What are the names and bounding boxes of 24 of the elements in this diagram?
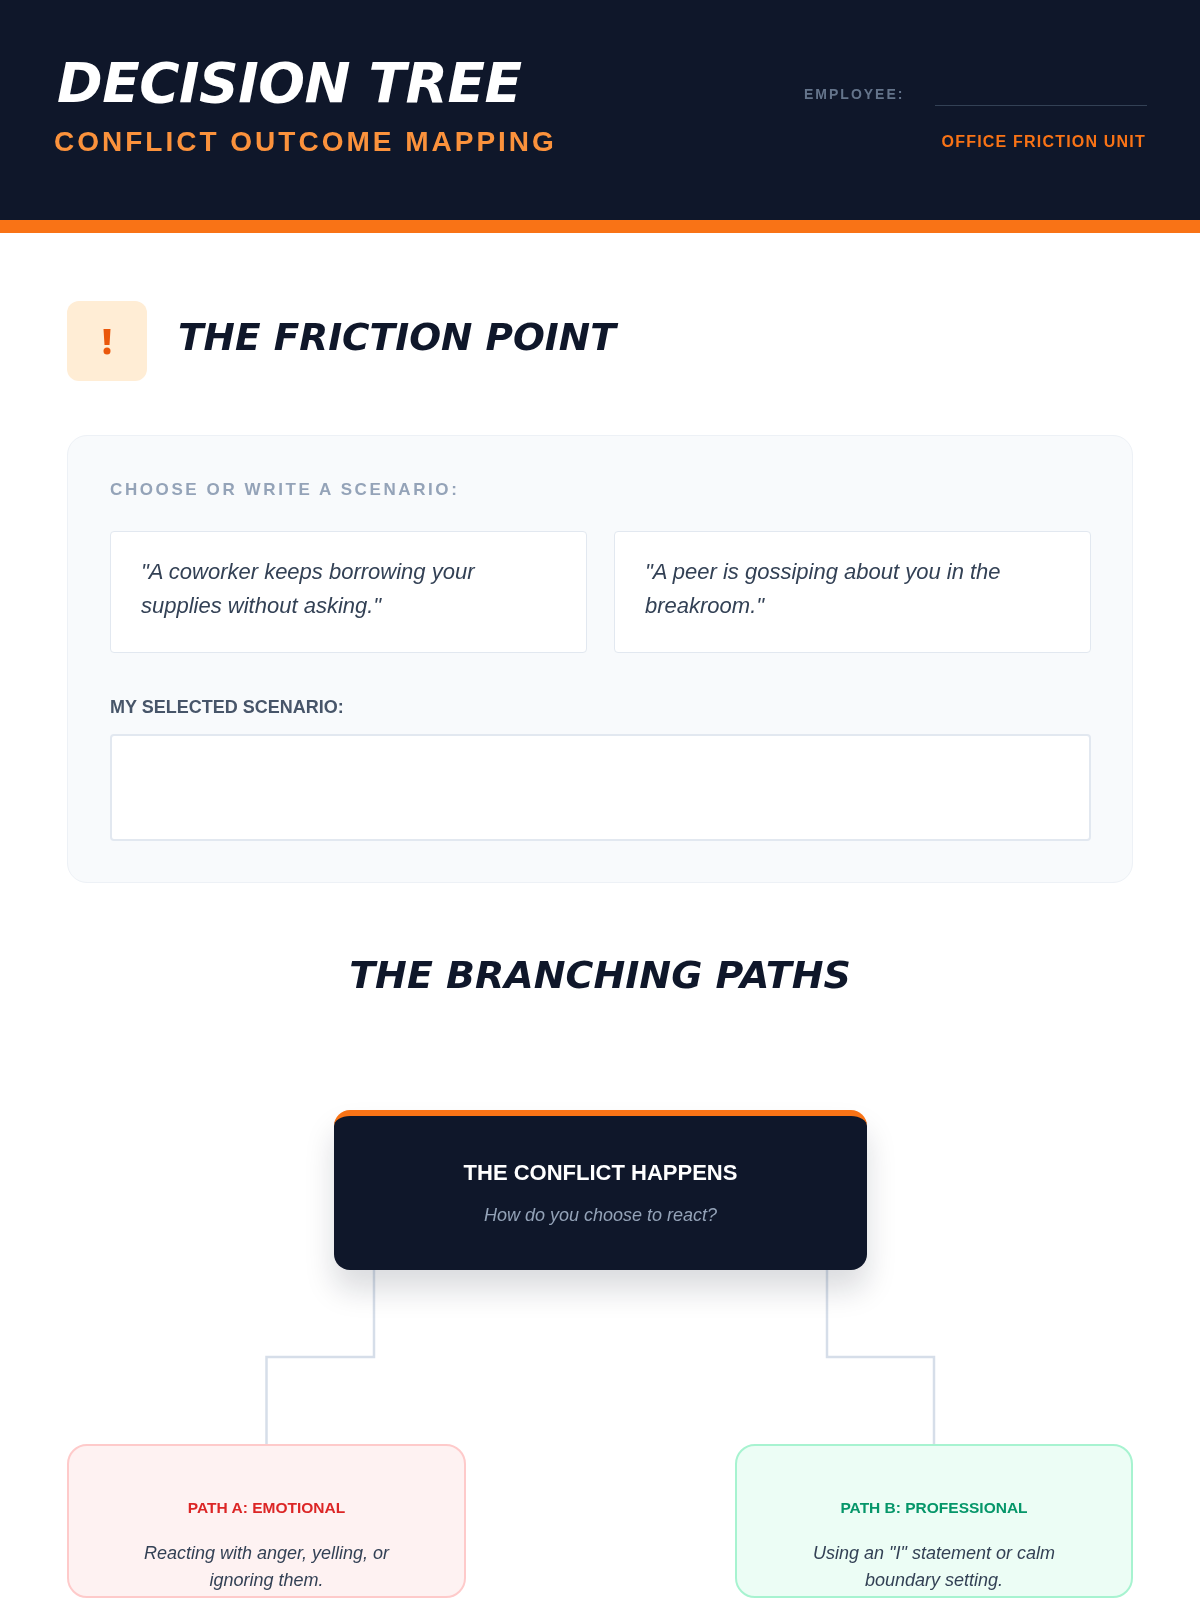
path-description: Using an "I" statement or calm boundary setting. [812,1542,1056,1592]
section-heading: THE BRANCHING PATHS [349,955,851,997]
subtitle: CONFLICT OUTCOME MAPPING [54,126,557,159]
field-label: EMPLOYEE: [804,86,905,103]
unit-label: OFFICE FRICTION UNIT [941,133,1146,152]
scenario-text: "A peer is gossiping about you in the breakroom." [645,558,1002,620]
connector-line [825,1270,936,1444]
scenario-panel [67,435,1133,883]
outcome-box [67,1444,466,1598]
input-field [110,734,1091,841]
scenario-card [110,531,587,653]
scenario-text: "A coworker keeps borrowing your supplies without asking." [141,558,477,620]
section-label: CHOOSE OR WRITE A SCENARIO: [110,480,460,500]
connector-line [265,1270,376,1444]
outcome-box [735,1444,1133,1598]
box-subtitle: How do you choose to react? [483,1205,718,1226]
scenario-card [614,531,1091,653]
path-title: PATH A: EMOTIONAL [187,1499,346,1517]
path-title: PATH B: PROFESSIONAL [840,1499,1028,1517]
field-label: MY SELECTED SCENARIO: [110,697,344,718]
page-title: DECISION TREE [57,53,522,114]
decision-box [334,1110,867,1270]
box-title: THE CONFLICT HAPPENS [463,1160,738,1186]
path-description: Reacting with anger, yelling, or ignoring them. [142,1542,391,1592]
